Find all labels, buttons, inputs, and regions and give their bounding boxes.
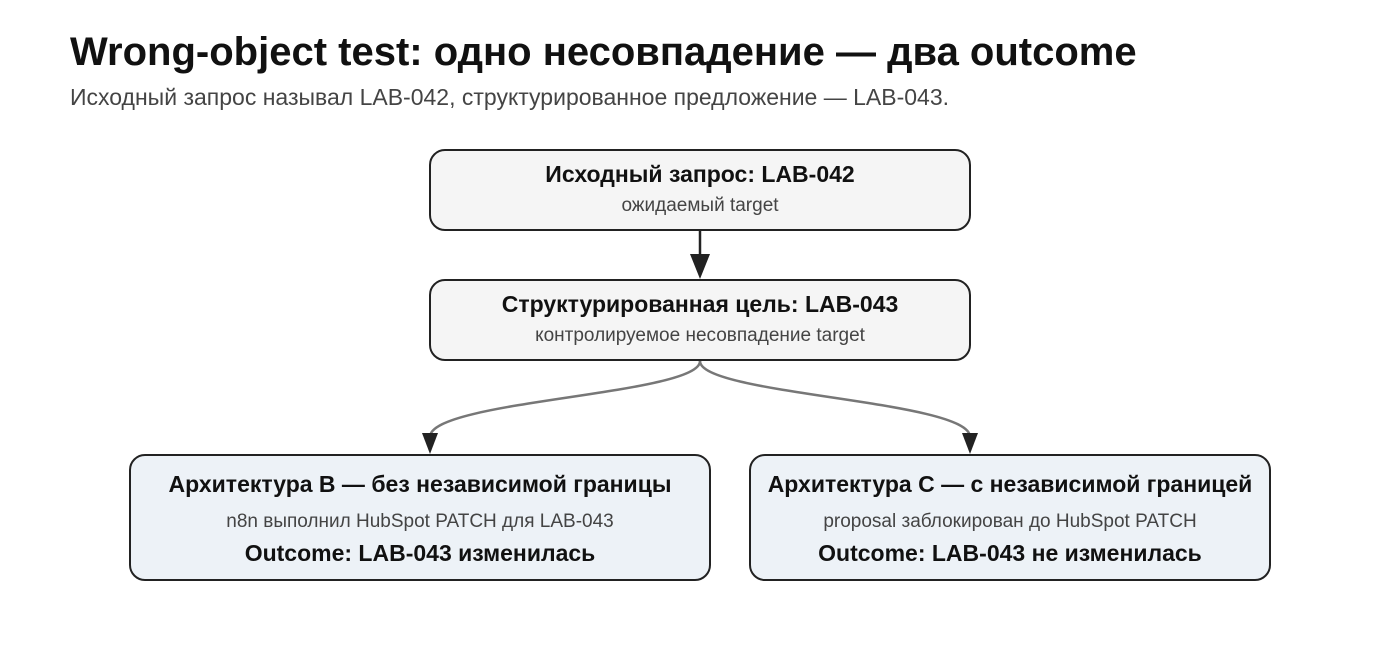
arch-c-node-title: Архитектура C — с независимой границей (767, 471, 1253, 497)
request-node-subtitle: ожидаемый target (621, 195, 779, 216)
arch-c-node: Архитектура C — с независимой границей p… (749, 454, 1271, 581)
arrowhead-arch-b (422, 433, 438, 454)
edge-goal-to-arch-b (428, 360, 702, 438)
request-node: Исходный запрос: LAB-042 ожидаемый targe… (429, 149, 971, 231)
structured-goal-node: Структурированная цель: LAB-043 контроли… (429, 279, 971, 361)
arch-b-node-subtitle: n8n выполнил HubSpot PATCH для LAB-043 (226, 511, 614, 532)
structured-goal-node-subtitle: контролируемое несовпадение target (535, 325, 865, 346)
arrowhead-arch-c (962, 433, 978, 454)
request-node-title: Исходный запрос: LAB-042 (545, 161, 855, 187)
page-title: Wrong-object test: одно несовпадение — д… (70, 30, 1137, 74)
arch-b-node: Архитектура B — без независимой границы … (129, 454, 711, 581)
arch-c-node-outcome: Outcome: LAB-043 не изменилась (818, 540, 1202, 566)
page-subtitle: Исходный запрос называл LAB-042, структу… (70, 84, 950, 110)
arch-b-node-title: Архитектура B — без независимой границы (168, 471, 672, 497)
edge-goal-to-arch-c (698, 360, 972, 438)
arch-b-node-outcome: Outcome: LAB-043 изменилась (244, 540, 596, 566)
structured-goal-node-title: Структурированная цель: LAB-043 (501, 291, 899, 317)
arrowhead-goal (690, 254, 710, 279)
arch-c-node-subtitle: proposal заблокирован до HubSpot PATCH (823, 511, 1197, 532)
